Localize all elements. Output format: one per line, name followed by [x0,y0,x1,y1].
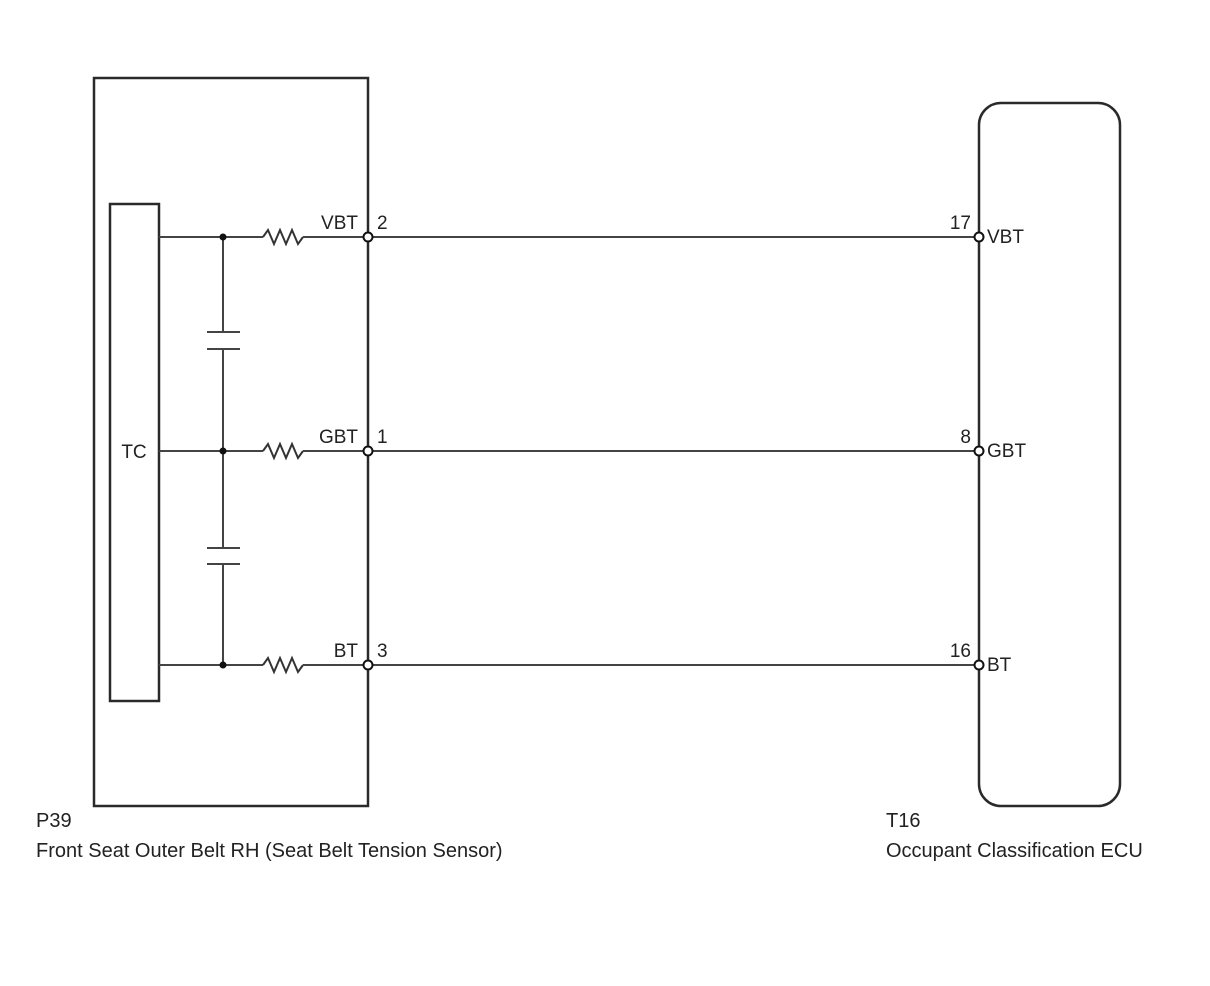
t16-pin-bt-label: BT [987,655,1012,676]
p39-connector-id: P39 [36,810,72,832]
p39-pin-gbt-label: GBT [319,427,358,448]
t16-bt-terminal [973,659,985,671]
t16-component-name: Occupant Classification ECU [886,840,1143,862]
p39-component-box [92,76,370,808]
t16-vbt-terminal [973,231,985,243]
vbt-resistor [262,227,304,247]
p39-pin-2-number: 2 [377,213,388,234]
p39-component-name: Front Seat Outer Belt RH (Seat Belt Tens… [36,840,503,862]
vbt-junction-dot [219,233,227,241]
p39-pin-vbt-label: VBT [321,213,358,234]
tc-label: TC [121,442,146,463]
bt-junction-dot [219,661,227,669]
p39-gbt-terminal [362,445,374,457]
p39-pin-bt-label: BT [334,641,359,662]
gbt-junction-dot [219,447,227,455]
t16-gbt-terminal [973,445,985,457]
p39-pin-1-number: 1 [377,427,388,448]
p39-pin-3-number: 3 [377,641,388,662]
t16-pin-17-number: 17 [950,213,971,234]
p39-bt-terminal [362,659,374,671]
t16-connector-id: T16 [886,810,920,832]
bt-resistor [262,655,304,675]
gbt-resistor [262,441,304,461]
t16-pin-gbt-label: GBT [987,441,1026,462]
p39-vbt-terminal [362,231,374,243]
t16-pin-8-number: 8 [960,427,971,448]
t16-pin-16-number: 16 [950,641,971,662]
t16-pin-vbt-label: VBT [987,227,1024,248]
tc-block [108,202,161,703]
